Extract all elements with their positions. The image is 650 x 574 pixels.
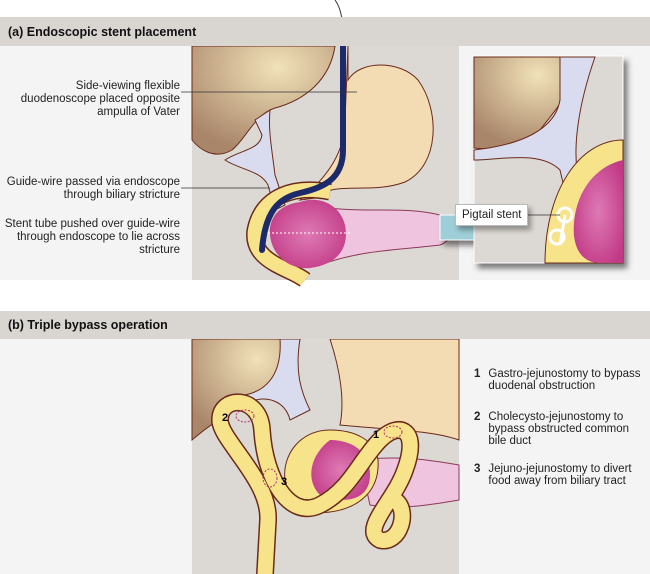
jejunum bbox=[212, 394, 418, 574]
label-guide-wire: Guide-wire passed via endoscope through … bbox=[6, 176, 180, 201]
anastomosis-3: 3 bbox=[281, 476, 287, 488]
stomach bbox=[298, 45, 434, 201]
left-panel-b bbox=[0, 339, 192, 574]
section-b-title: (b) Triple bypass operation bbox=[8, 318, 168, 332]
anastomosis-2: 2 bbox=[222, 412, 228, 424]
right-panel-b bbox=[459, 339, 650, 574]
label-duodenoscope: Side-viewing flexible duodenoscope place… bbox=[20, 80, 180, 118]
bile-duct bbox=[224, 108, 286, 211]
pigtail-stent-label: Pigtail stent bbox=[455, 204, 529, 226]
duodenoscope bbox=[259, 43, 346, 253]
section-b-header: (b) Triple bypass operation bbox=[0, 311, 650, 339]
section-a-title: (a) Endoscopic stent placement bbox=[8, 24, 197, 39]
section-a-header: (a) Endoscopic stent placement bbox=[0, 17, 650, 46]
left-panel-a bbox=[0, 46, 192, 280]
tumour bbox=[269, 199, 346, 269]
label-stent-tube: Stent tube pushed over guide-wire throug… bbox=[4, 218, 180, 256]
anastomosis-1: 1 bbox=[373, 429, 379, 441]
